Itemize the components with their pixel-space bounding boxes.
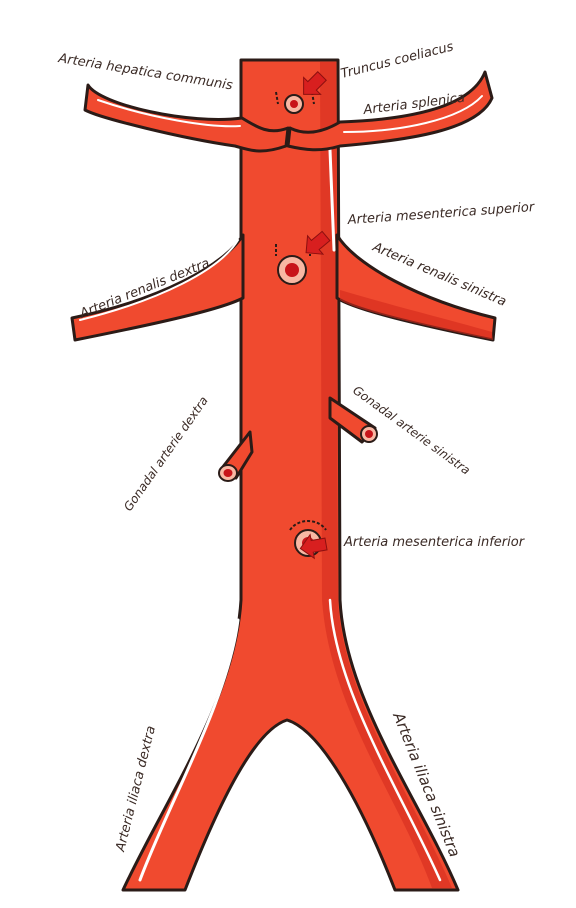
label-mesenterica-inferior: Arteria mesenterica inferior (343, 535, 526, 550)
hepatic-artery (83, 83, 290, 153)
arrow-pointer-icon (305, 230, 331, 255)
renal-dextra-highlight (79, 239, 239, 321)
hepatic-highlight (97, 99, 241, 128)
gonadal-sinistra-lumen (365, 430, 373, 438)
aorta-highlight-mid (328, 148, 336, 252)
splenic-artery (286, 70, 494, 152)
coeliac-ostium (275, 91, 315, 114)
renal-artery-dextra (70, 233, 245, 342)
aorta-highlight-left (138, 618, 240, 882)
aorta-shade (320, 62, 452, 888)
abdominal-aorta (121, 58, 460, 892)
arrow-pointer-icon (303, 71, 327, 95)
superior-mesenteric-ostium (275, 244, 311, 285)
label-hepatica-communis: Arteria hepatica communis (56, 51, 233, 94)
renal-sinistra-shade (340, 290, 493, 340)
splenic-highlight (343, 95, 483, 133)
gonadal-dextra-lumen (223, 469, 233, 477)
aorta-highlight-right (328, 598, 442, 882)
label-mesenterica-superior: Arteria mesenterica superior (346, 200, 536, 228)
label-truncus-coeliacus: Truncus coeliacus (339, 39, 455, 82)
label-gonadal-dextra: Gonadal arterie dextra (121, 394, 211, 514)
arrow-pointer-icon (299, 533, 328, 560)
